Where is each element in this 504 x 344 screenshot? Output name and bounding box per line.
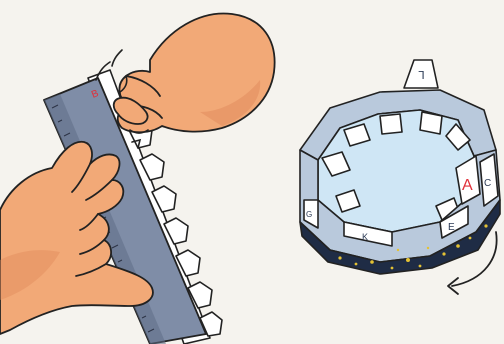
- box-letter-g: G: [306, 210, 312, 219]
- ruler-and-hands-scene: B: [0, 13, 275, 344]
- box-letter-c: C: [484, 178, 491, 189]
- box-letter-e: E: [448, 222, 455, 233]
- box-letter-a: A: [462, 177, 473, 194]
- octagon-box-scene: ᒣ: [300, 60, 500, 294]
- top-hand: [114, 13, 275, 132]
- box-letter-k: K: [362, 232, 368, 242]
- box-top-flap-letter: ᒣ: [418, 69, 425, 82]
